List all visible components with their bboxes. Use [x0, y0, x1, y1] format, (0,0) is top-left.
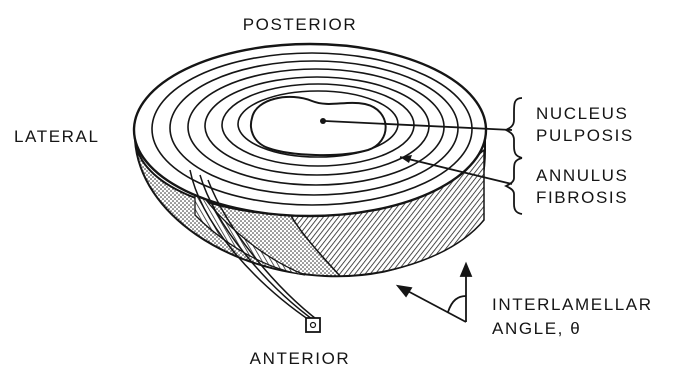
label-posterior: POSTERIOR — [243, 15, 358, 34]
anterior-marker-box — [306, 318, 320, 332]
annulus-bracket — [506, 158, 522, 214]
label-annulus-line1: ANNULUS — [536, 166, 628, 185]
label-nucleus-line2: PULPOSIS — [536, 126, 634, 145]
label-annulus-line2: FIBROSIS — [536, 188, 628, 207]
interlamellar-angle-symbol — [398, 264, 471, 322]
label-angle-line2: ANGLE, θ — [492, 319, 581, 338]
nucleus-pulposus — [251, 97, 386, 155]
label-nucleus-line1: NUCLEUS — [536, 104, 628, 123]
nucleus-bracket — [506, 98, 522, 158]
label-angle-line1: INTERLAMELLAR — [492, 295, 653, 314]
label-lateral: LATERAL — [14, 127, 100, 146]
label-anterior: ANTERIOR — [250, 349, 351, 368]
